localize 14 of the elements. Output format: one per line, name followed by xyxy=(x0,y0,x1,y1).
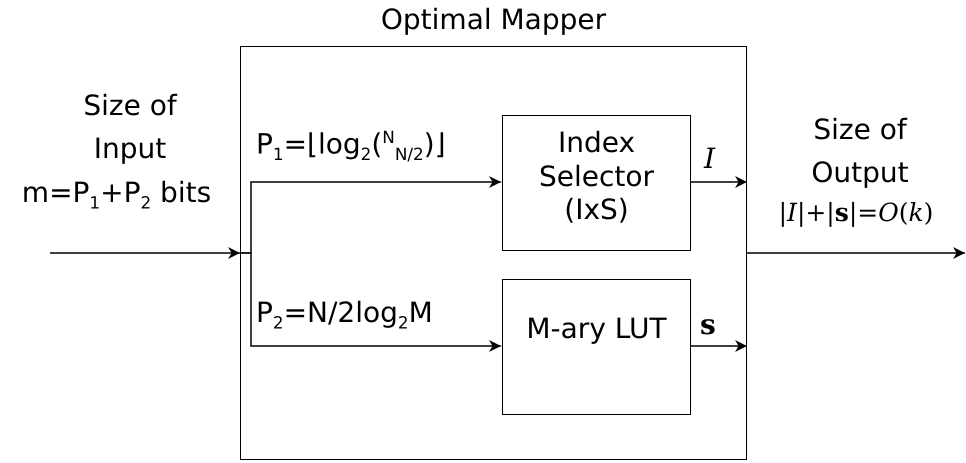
text-label: m=P$_{1}$+P$_{2}$ bits xyxy=(20,175,212,215)
arrow xyxy=(50,247,240,259)
box-title: Optimal Mapper xyxy=(380,3,608,37)
arrow xyxy=(240,252,501,352)
arrow xyxy=(690,176,747,188)
text-label: |I|+|s|=O(k) xyxy=(778,197,934,229)
arrow xyxy=(690,340,747,352)
edge-label: P$_{1}$=⌊log$_{2}$($^{N}$$_{N/2}$)⌋ xyxy=(256,128,446,164)
box-label: Index Selector (IxS) xyxy=(538,126,656,227)
box-label: M-ary LUT xyxy=(525,312,668,346)
process-box xyxy=(502,115,691,251)
arrow xyxy=(747,247,965,259)
text-label: Size of Output xyxy=(810,112,910,192)
process-box xyxy=(502,279,691,415)
